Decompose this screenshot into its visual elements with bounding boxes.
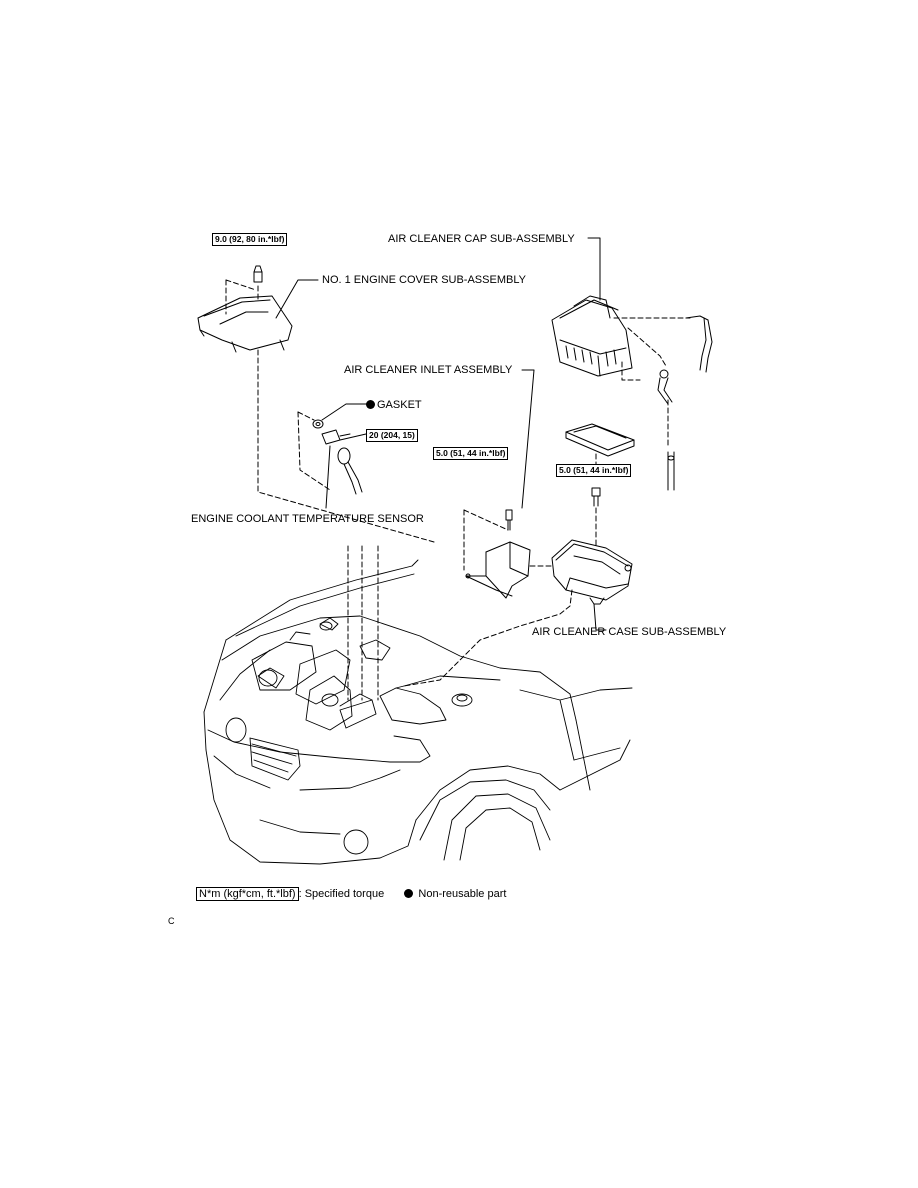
legend-torque-unit: N*m (kgf*cm, ft.*lbf) [196,887,299,901]
torque-case-bolt: 5.0 (51, 44 in.*lbf) [556,464,632,477]
torque-engine-cover-nut: 9.0 (92, 80 in.*lbf) [212,233,288,246]
label-gasket: GASKET [366,399,422,411]
air-hose-drawing [657,315,713,491]
label-engine-cover: NO. 1 ENGINE COVER SUB-ASSEMBLY [322,274,526,286]
torque-inlet-bolt: 5.0 (51, 44 in.*lbf) [433,447,509,460]
legend-nonreusable-text: Non-reusable part [418,888,507,900]
footer-code: C [168,916,175,926]
legend-dot-icon [404,889,414,898]
coolant-sensor-drawing [321,429,363,495]
gasket-drawing [312,419,324,429]
label-air-cleaner-cap: AIR CLEANER CAP SUB-ASSEMBLY [388,233,575,245]
label-air-cleaner-case: AIR CLEANER CASE SUB-ASSEMBLY [532,626,727,638]
label-coolant-sensor: ENGINE COOLANT TEMPERATURE SENSOR [191,513,424,525]
non-reusable-dot-icon [366,400,375,409]
air-cleaner-inlet-drawing [465,541,531,599]
vehicle-drawing [203,559,633,865]
air-filter-drawing [565,423,635,457]
label-air-cleaner-inlet: AIR CLEANER INLET ASSEMBLY [344,364,513,376]
engine-cover-drawing [197,295,293,353]
air-cleaner-case-drawing [551,539,633,605]
air-cleaner-cap-drawing [551,295,633,377]
torque-coolant-sensor: 20 (204, 15) [366,429,418,442]
gasket-text: GASKET [377,399,422,411]
engine-cover-nut-drawing [253,265,263,283]
legend: N*m (kgf*cm, ft.*lbf): Specified torque … [196,887,507,901]
inlet-bolt-drawing [505,509,513,531]
legend-torque-text: : Specified torque [298,888,385,900]
case-bolt-drawing [591,487,601,507]
